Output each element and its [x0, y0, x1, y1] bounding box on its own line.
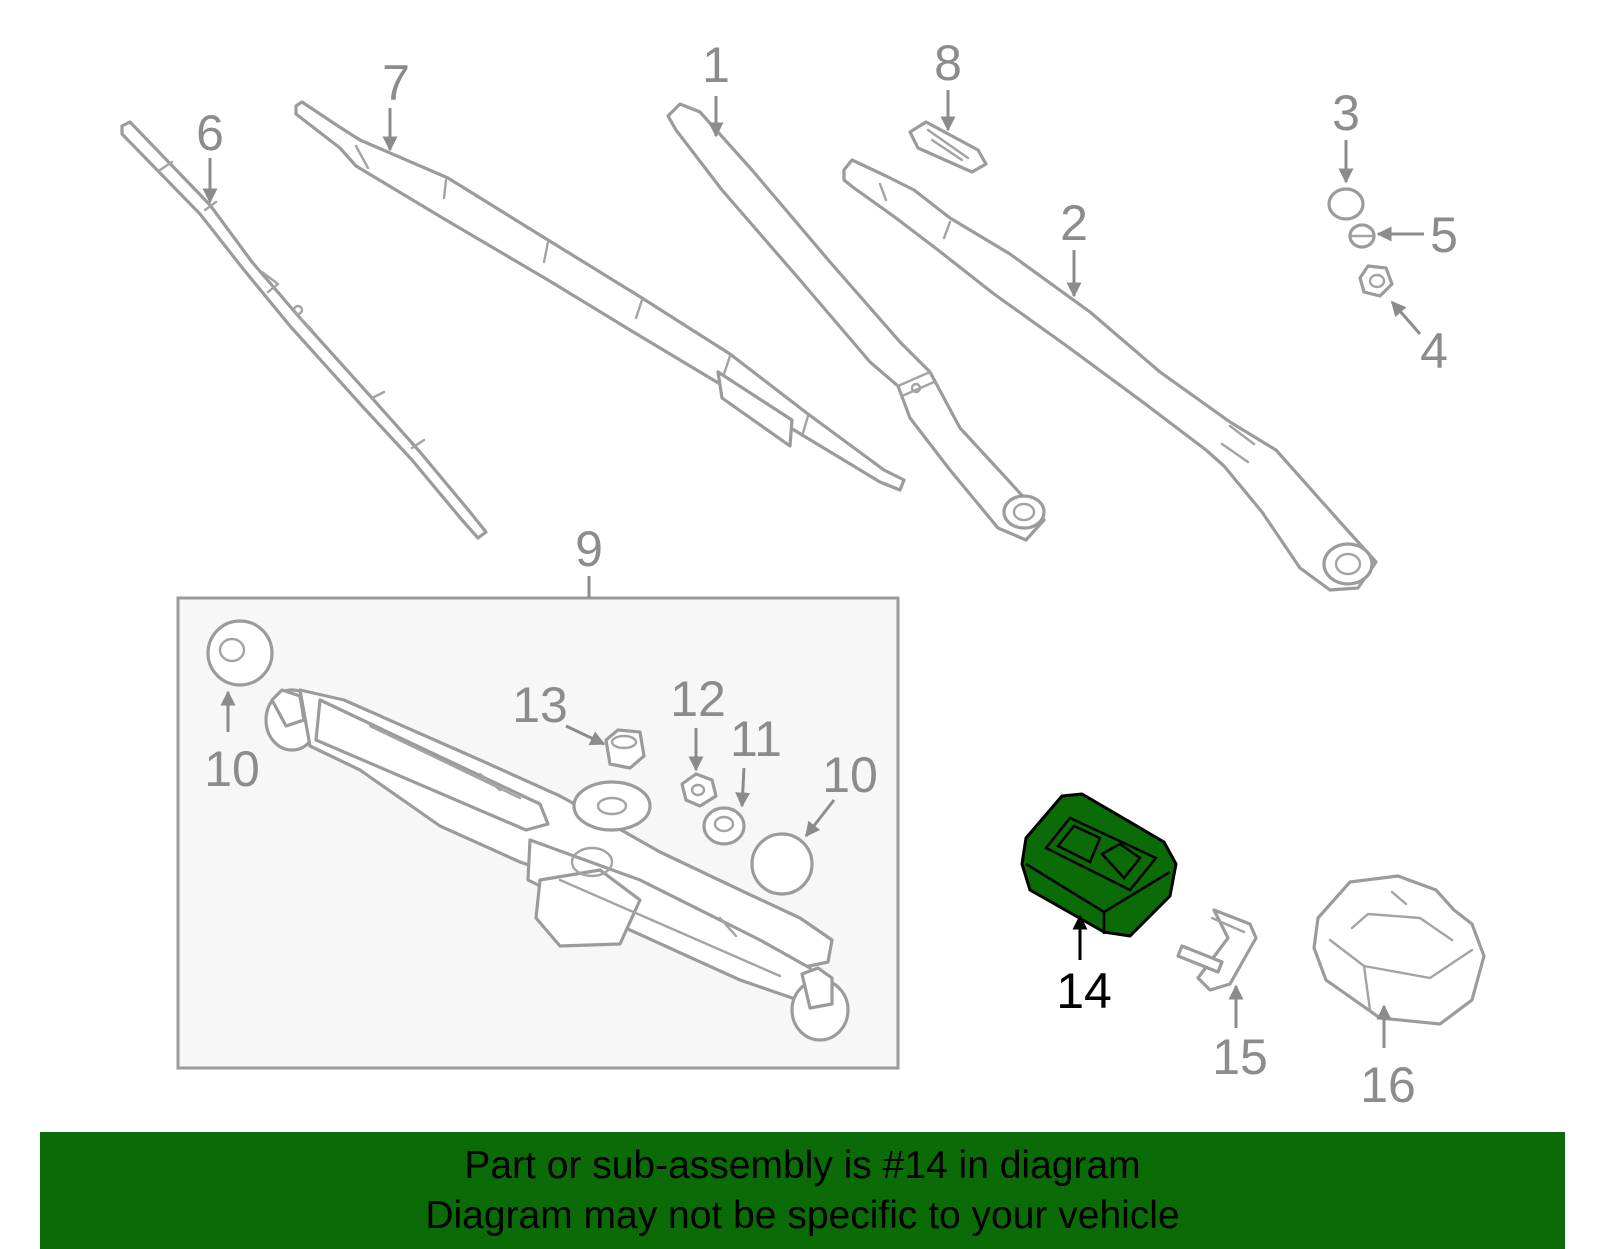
callout-4: 4 — [1420, 323, 1448, 379]
callout-9: 9 — [575, 521, 603, 577]
callout-12: 12 — [670, 671, 726, 727]
callout-15: 15 — [1212, 1029, 1268, 1085]
part-10-grommet-left[interactable] — [206, 619, 274, 687]
callout-10-right: 10 — [822, 747, 878, 803]
part-7-wiper-blade[interactable] — [294, 100, 906, 492]
banner-line-2: Diagram may not be specific to your vehi… — [425, 1193, 1180, 1237]
part-12-nut[interactable] — [680, 772, 718, 808]
part-1-wiper-arm[interactable] — [666, 102, 1046, 542]
callout-8: 8 — [934, 35, 962, 91]
part-16-cover[interactable] — [1312, 874, 1486, 1026]
banner-line-1: Part or sub-assembly is #14 in diagram — [464, 1143, 1141, 1187]
part-13-nut[interactable] — [604, 728, 646, 770]
part-10-grommet-right[interactable] — [750, 832, 814, 896]
callout-5: 5 — [1430, 207, 1458, 263]
callout-14: 14 — [1056, 963, 1112, 1019]
part-9-linkage-assembly[interactable] — [176, 596, 900, 1070]
part-11-washer[interactable] — [702, 806, 746, 846]
part-2-wiper-arm[interactable] — [842, 158, 1378, 592]
callout-10-left: 10 — [204, 741, 260, 797]
info-banner: Part or sub-assembly is #14 in diagram D… — [40, 1132, 1565, 1249]
leader-lines — [202, 90, 1424, 1048]
callout-13: 13 — [512, 677, 568, 733]
part-15-bracket[interactable] — [1176, 908, 1258, 992]
callout-6: 6 — [196, 105, 224, 161]
callout-11: 11 — [730, 711, 782, 767]
callout-2: 2 — [1060, 195, 1088, 251]
part-5-nut[interactable] — [1348, 223, 1376, 249]
part-3-cap[interactable] — [1327, 187, 1365, 221]
callout-labels: 1 2 3 4 5 6 7 8 9 10 10 11 12 13 14 15 1… — [196, 35, 1458, 1113]
part-14-highlighted-module[interactable] — [1020, 792, 1178, 938]
part-8-clip[interactable] — [908, 120, 988, 174]
part-4-nut[interactable] — [1358, 264, 1394, 298]
callout-16: 16 — [1360, 1057, 1416, 1113]
callout-3: 3 — [1332, 85, 1360, 141]
callout-1: 1 — [702, 37, 730, 93]
callout-7: 7 — [382, 55, 410, 111]
part-6-wiper-blade[interactable] — [120, 120, 488, 540]
